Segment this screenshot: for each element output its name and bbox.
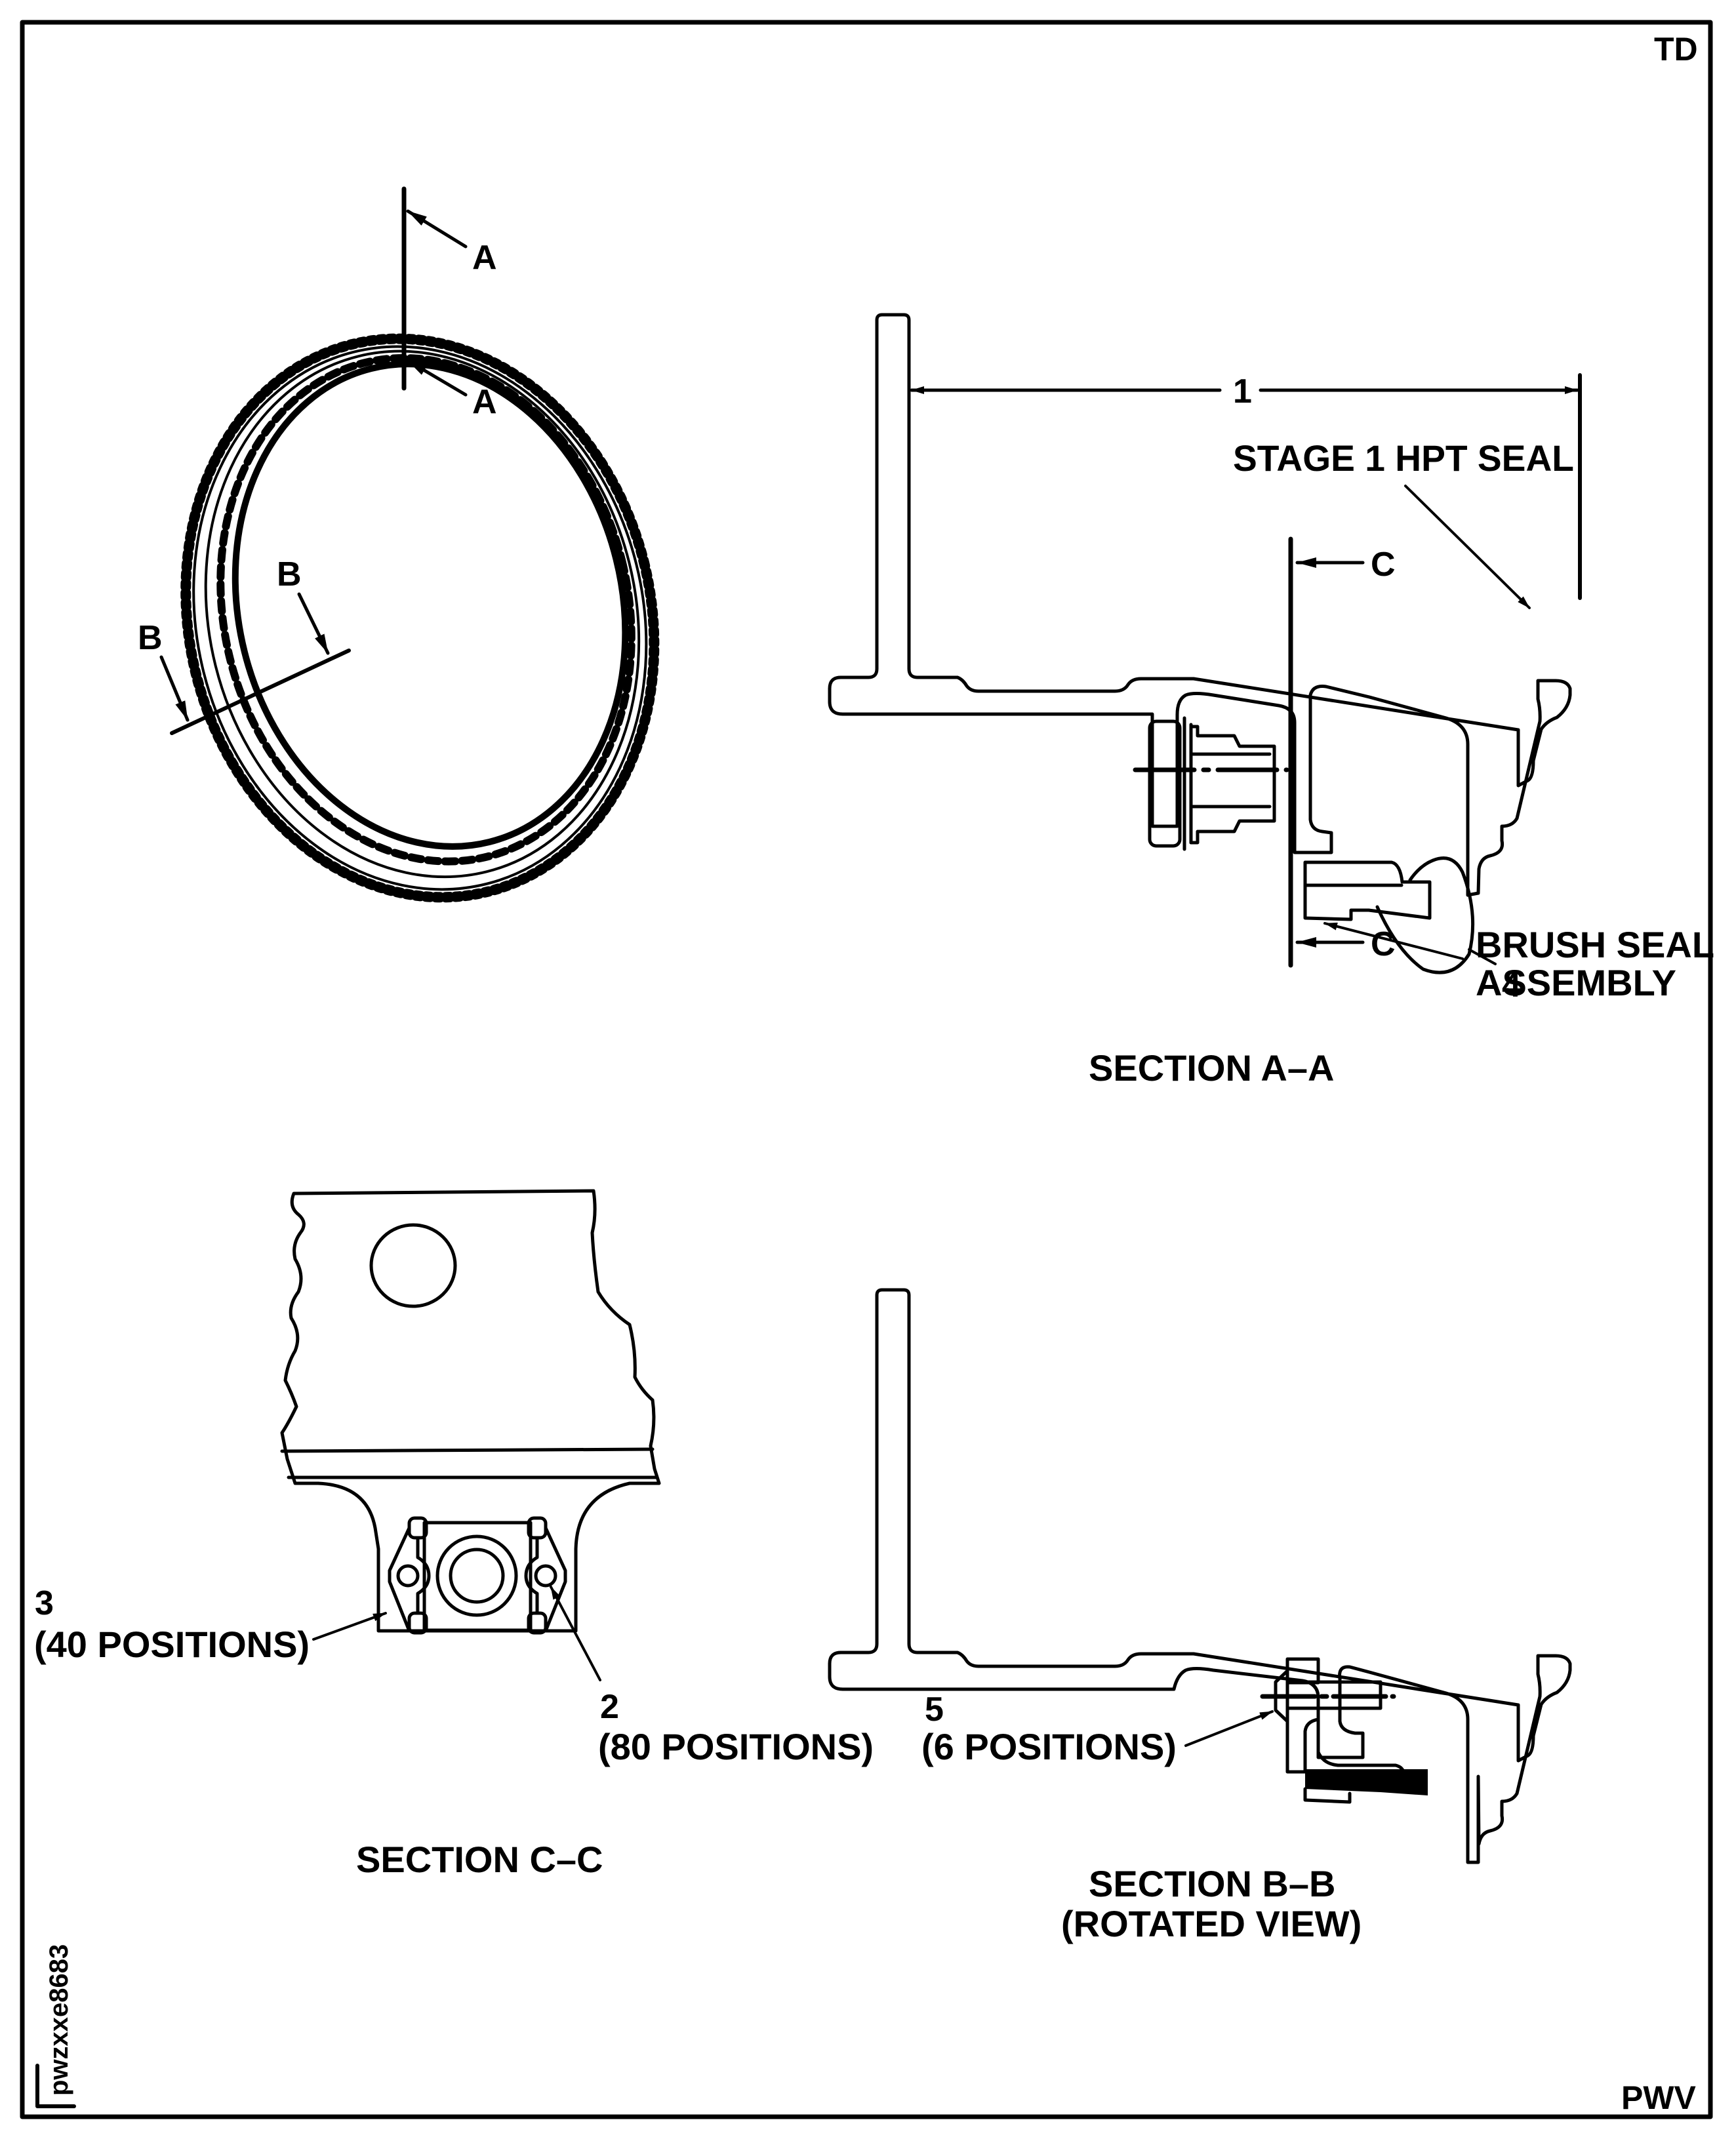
section-bb-subtitle: (ROTATED VIEW) [1061,1903,1362,1944]
ring-segments [216,354,636,866]
section-c-label-lower: C [1371,925,1396,963]
brush-seal-assembly [1303,856,1497,974]
section-aa-view: 1 STAGE 1 HPT SEAL C C 4 [828,313,1714,1089]
retainer-right [524,1526,567,1633]
section-cc-title: SECTION C–C [356,1839,603,1880]
rivet-hole-left [396,1564,420,1588]
ring-outer-edge [192,345,648,891]
brush-seal-label-line2: ASSEMBLY [1476,962,1676,1003]
detail-4-leader [1468,948,1497,965]
section-a-arrow-lower [406,359,468,397]
bolt-assembly [1133,716,1289,851]
section-b-arrow-left [159,655,190,722]
section-c-label-upper: C [1371,546,1396,584]
rivet-hole-right [534,1564,557,1588]
item-4-label: 4 [1502,967,1521,1005]
seal-body-outline-rotated [828,1288,1572,1864]
section-b-label-right: B [277,555,302,593]
lock-plate [422,1521,533,1632]
detail-4-circle [1375,856,1475,974]
section-b-label-left: B [138,619,163,657]
section-b-cut-line [170,649,351,735]
platform-upper-line [280,1447,655,1453]
corner-code-top-right: TD [1654,31,1698,68]
stage-seal-leader [1404,485,1531,609]
figure-id-block: pwzxxe8683 [35,1944,76,2108]
bb-brush-seal-backplate [1303,1787,1352,1804]
bolt-nut [1189,725,1276,845]
brush-seal-assembly-leader-visible [1323,922,1464,960]
stage-1-hpt-seal-label: STAGE 1 HPT SEAL [1233,437,1574,479]
seal-body-outline [828,313,1572,897]
corner-code-bottom-right: PWV [1621,2079,1697,2116]
bb-brush-seal-black [1305,1769,1428,1795]
blade-airfoil-outline [280,1189,661,1485]
brush-seal-label-line1: BRUSH SEAL [1476,924,1714,965]
section-b-arrow-right [297,592,330,655]
figure-id: pwzxxe8683 [45,1944,73,2096]
ring-outer-toothed [180,333,660,903]
bb-clamp [1285,1706,1405,1776]
blade-shank-fillet [316,1481,658,1633]
item-2-leader [550,1586,601,1681]
section-a-label-lower: A [472,383,497,421]
section-cc-view: 3 (40 POSITIONS) 2 (80 POSITIONS) SECTIO… [34,1189,874,1880]
item-5-number: 5 [925,1691,944,1729]
section-bb-title: SECTION B–B [1089,1863,1336,1904]
retainer-left [388,1526,431,1633]
section-a-arrow-upper [406,209,468,249]
figure-id-bracket [35,2064,76,2108]
item-5-leader [1184,1710,1274,1747]
brush-seal-upper-plate [1303,860,1432,921]
section-aa-title: SECTION A–A [1089,1047,1334,1089]
item-5-quantity: (6 POSITIONS) [921,1726,1177,1767]
section-a-label-upper: A [472,239,497,277]
blade-cooling-hole [369,1223,457,1308]
seal-ring-view: A A B B [138,186,660,903]
bolt-head [1148,719,1182,848]
item-3-leader [312,1612,387,1641]
center-boss-outer [435,1534,518,1617]
ring-mid-edge [204,350,641,879]
item-3-number: 3 [35,1584,54,1622]
dimension-1-label: 1 [1233,372,1252,411]
center-boss-inner [449,1548,505,1604]
item-2-number: 2 [600,1688,619,1726]
sheet-border [20,20,1713,2119]
ring-inner-edge [232,361,629,850]
item-2-quantity: (80 POSITIONS) [598,1726,874,1767]
item-3-quantity: (40 POSITIONS) [34,1624,310,1665]
section-bb-view: 5 (6 POSITIONS) SECTION B–B (ROTATED VIE… [828,1288,1572,1944]
